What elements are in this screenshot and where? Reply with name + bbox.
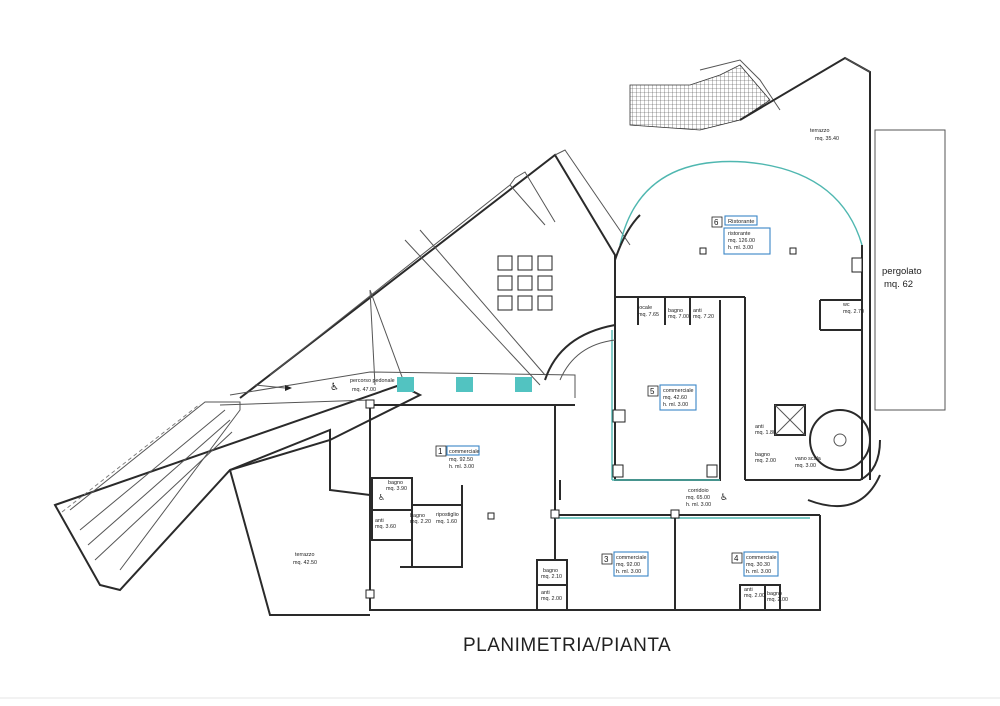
south-terrace-area: mq. 42.50: [293, 560, 317, 566]
unit-6-title: Ristorante: [728, 219, 754, 225]
west-ramp: [53, 383, 423, 592]
unit-3-height: h. ml. 3.00: [616, 569, 641, 575]
pergola-name: pergolato: [882, 266, 922, 277]
u6-anti-area: mq. 7.20: [693, 314, 714, 320]
unit-5-number: 5: [650, 387, 655, 396]
u4-anti-name: anti: [744, 587, 753, 593]
pergola: [874, 129, 946, 411]
u1-storage-name: ripostiglio: [436, 512, 459, 518]
unit-4-height: h. ml. 3.00: [746, 569, 771, 575]
unit-5-area: mq. 42.60: [663, 395, 687, 401]
unit-1-area: mq. 92.50: [449, 457, 473, 463]
south-terrace: [229, 428, 371, 616]
u1-storage-area: mq. 1.60: [436, 519, 457, 525]
corridor-name: corridoio: [688, 488, 709, 494]
u1-bathroom2-area: mq. 2.20: [410, 519, 431, 525]
plan-title: PLANIMETRIA/PIANTA: [463, 635, 671, 656]
walkway-name: percorso pedonale: [350, 378, 395, 384]
u3-anti-area: mq. 2.00: [541, 596, 562, 602]
service-room-labels: bagno mq. 3.90 ♿ bagno mq. 2.20 anti mq.…: [375, 302, 864, 603]
pergola-area: mq. 62: [884, 279, 913, 290]
u4-anti-area: mq. 2.00: [744, 593, 765, 599]
north-east-terrace: [739, 56, 871, 480]
u6-bathroom-name: bagno: [668, 308, 683, 314]
restaurant-wc-name: wc: [842, 302, 850, 308]
u1-anti-area: mq. 3.60: [375, 524, 396, 530]
stair-bathroom-area: mq. 2.00: [755, 458, 776, 464]
u6-bathroom-area: mq. 7.00: [668, 314, 689, 320]
restaurant-wc-area: mq. 2.70: [843, 309, 864, 315]
stair-anti-area: mq. 1.80: [755, 430, 776, 436]
u1-anti-name: anti: [375, 518, 384, 524]
unit-6-area: mq. 126.00: [728, 238, 755, 244]
unit-5-name: commerciale: [663, 388, 694, 394]
corridor-accessibility-icon: ♿: [720, 493, 728, 503]
stair-core: [744, 404, 881, 508]
stair-bathroom-name: bagno: [755, 452, 770, 458]
unit-1-label: 1 commerciale mq. 92.50 h. ml. 3.00: [435, 445, 480, 470]
south-terrace-name: terrazzo: [295, 552, 314, 558]
u1-accessibility-icon: ♿: [378, 493, 385, 502]
u1-bathroom-name: bagno: [388, 480, 403, 486]
unit-3-number: 3: [604, 555, 609, 564]
unit-5-label: 5 commerciale mq. 42.60 h. ml. 3.00: [647, 384, 697, 411]
unit-1-name: commerciale: [449, 449, 480, 455]
north-terrace-area: mq. 35.40: [815, 136, 839, 142]
unit-3-name: commerciale: [616, 555, 647, 561]
curved-entry: [544, 324, 616, 381]
walkway-area: mq. 47.00: [352, 387, 376, 393]
unit-1-number: 1: [438, 447, 443, 456]
u1-bathroom-area: mq. 3.90: [386, 486, 407, 492]
u4-bathroom-name: bagno: [767, 591, 782, 597]
unit-4-number: 4: [734, 554, 739, 563]
u3-bathroom-area: mq. 2.10: [541, 574, 562, 580]
u6-room-name: locale: [638, 305, 652, 311]
skylight-grid: [497, 255, 553, 311]
unit-6-height: h. ml. 3.00: [728, 245, 753, 251]
unit-6-name: ristorante: [728, 231, 750, 237]
stair-room-name: vano scala: [795, 456, 821, 462]
unit-6-number: 6: [714, 218, 719, 227]
unit-3-area: mq. 92.00: [616, 562, 640, 568]
unit-1-height: h. ml. 3.00: [449, 464, 474, 470]
u3-anti-name: anti: [541, 590, 550, 596]
corridor-area: mq. 65.00: [686, 495, 710, 501]
unit-5-height: h. ml. 3.00: [663, 402, 688, 408]
corridor-label: corridoio mq. 65.00 h. ml. 3.00 ♿: [686, 488, 728, 508]
restaurant-dome: [614, 160, 863, 480]
central-block: [611, 296, 746, 481]
north-terrace-name: terrazzo: [810, 128, 829, 134]
pedestrian-walkway: percorso pedonale mq. 47.00 ♿: [219, 371, 576, 406]
unit-3-label: 3 commerciale mq. 92.00 h. ml. 3.00: [601, 551, 649, 577]
u6-anti-name: anti: [693, 308, 702, 314]
unit-4-area: mq. 30.30: [746, 562, 770, 568]
unit-6-label: 6 Ristorante ristorante mq. 126.00 h. ml…: [711, 215, 771, 255]
stair-room-area: mq. 3.00: [795, 463, 816, 469]
u4-bathroom-area: mq. 2.00: [767, 597, 788, 603]
corridor-height: h. ml. 3.00: [686, 502, 711, 508]
north-stairs: [629, 59, 781, 131]
unit-4-name: commerciale: [746, 555, 777, 561]
u1-bathroom2-name: bagno: [410, 513, 425, 519]
stair-anti-name: anti: [755, 424, 764, 430]
u6-room-area: mq. 7.65: [638, 312, 659, 318]
ground-floor-walls: [365, 399, 821, 611]
u3-bathroom-name: bagno: [543, 568, 558, 574]
accessibility-icon: ♿: [330, 382, 339, 393]
unit-4-label: 4 commerciale mq. 30.30 h. ml. 3.00: [731, 551, 779, 577]
